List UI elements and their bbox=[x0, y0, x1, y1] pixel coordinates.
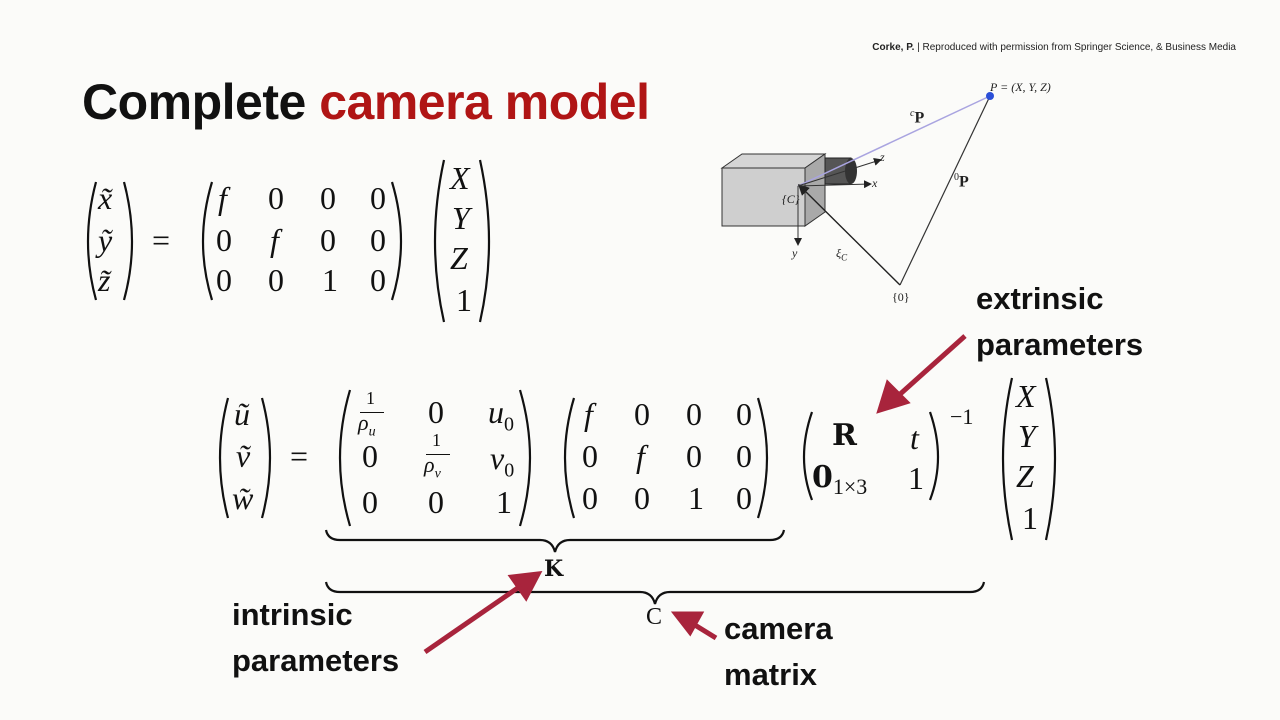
camera-diagram bbox=[720, 92, 994, 286]
eq2-lhs-u: ũ bbox=[234, 396, 250, 432]
eq1-m12: 0 bbox=[320, 222, 336, 258]
eq1-m23: 0 bbox=[370, 262, 386, 298]
intrinsic-line1: intrinsic bbox=[232, 597, 353, 632]
title-part2: camera model bbox=[319, 74, 650, 130]
diagram-world-frame: {0} bbox=[892, 290, 910, 304]
p-m11: f bbox=[636, 438, 645, 474]
ext-exponent: −1 bbox=[950, 404, 974, 429]
p-m02: 0 bbox=[686, 396, 702, 432]
eq1-m01: 0 bbox=[268, 180, 284, 216]
diagram-point-label: P = (X, Y, Z) bbox=[990, 80, 1051, 94]
eq1-v2: Z bbox=[450, 240, 468, 276]
k-one-v: 1 bbox=[432, 430, 441, 450]
p-m12: 0 bbox=[686, 438, 702, 474]
ext-R: R bbox=[832, 418, 857, 453]
extrinsic-line2: parameters bbox=[976, 327, 1144, 362]
eq2-v0: X bbox=[1016, 378, 1036, 414]
ext-t: t bbox=[910, 420, 919, 456]
eq1-m10: 0 bbox=[216, 222, 232, 258]
label-C: C bbox=[646, 604, 663, 630]
p-m03: 0 bbox=[736, 396, 752, 432]
k-m21: 0 bbox=[428, 484, 444, 520]
camera-line1: camera bbox=[724, 611, 833, 646]
p-m23: 0 bbox=[736, 480, 752, 516]
p-m20: 0 bbox=[582, 480, 598, 516]
extrinsic-line1: extrinsic bbox=[976, 281, 1104, 316]
extrinsic-label: extrinsic parameters bbox=[976, 276, 1143, 368]
k-m22: 1 bbox=[496, 484, 512, 520]
eq1-m03: 0 bbox=[370, 180, 386, 216]
eq2-v1: Y bbox=[1018, 418, 1036, 454]
k-u0: u0 bbox=[488, 394, 514, 436]
p-m10: 0 bbox=[582, 438, 598, 474]
intrinsic-label: intrinsic parameters bbox=[232, 592, 399, 684]
eq1-lhs-z: z̃ bbox=[98, 262, 111, 298]
credit-author: Corke, P. bbox=[872, 42, 915, 53]
camera-matrix-label: camera matrix bbox=[724, 606, 833, 698]
eq1-lhs-x: x̃ bbox=[98, 180, 113, 216]
k-m20: 0 bbox=[362, 484, 378, 520]
k-m10: 0 bbox=[362, 438, 378, 474]
eq2-lhs-v: ṽ bbox=[236, 438, 251, 474]
k-v0: v0 bbox=[490, 440, 515, 482]
eq1-v0: X bbox=[450, 160, 470, 196]
eq1-m11: f bbox=[270, 222, 279, 258]
k-m01: 0 bbox=[428, 394, 444, 430]
eq1-m13: 0 bbox=[370, 222, 386, 258]
diagram-xi: ξC bbox=[836, 246, 848, 263]
eq1-m00: f bbox=[218, 180, 227, 216]
ext-zero: 01×3 bbox=[812, 460, 868, 499]
camera-line2: matrix bbox=[724, 657, 818, 692]
ext-one: 1 bbox=[908, 460, 924, 496]
k-rho-u: ρu bbox=[358, 410, 376, 440]
k-rho-v: ρv bbox=[424, 452, 441, 482]
braces bbox=[324, 529, 986, 605]
diagram-camera-frame: {C} bbox=[782, 192, 800, 206]
eq1-m02: 0 bbox=[320, 180, 336, 216]
p-m00: f bbox=[584, 396, 593, 432]
eq1-m21: 0 bbox=[268, 262, 284, 298]
diagram-axis-y: y bbox=[792, 246, 798, 260]
p-m13: 0 bbox=[736, 438, 752, 474]
eq1-brackets bbox=[86, 159, 491, 323]
eq1-m22: 1 bbox=[322, 262, 338, 298]
eq1-v1: Y bbox=[452, 200, 470, 236]
intrinsic-line2: parameters bbox=[232, 643, 400, 678]
credit-text: | Reproduced with permission from Spring… bbox=[914, 42, 1236, 53]
label-K: K bbox=[544, 556, 564, 582]
diagram-cP: cP bbox=[910, 108, 925, 127]
eq2-v2: Z bbox=[1016, 458, 1034, 494]
k-one-u: 1 bbox=[366, 388, 375, 408]
p-m21: 0 bbox=[634, 480, 650, 516]
p-m22: 1 bbox=[688, 480, 704, 516]
diagram-axis-z: z bbox=[880, 150, 885, 164]
credit-line: Corke, P. | Reproduced with permission f… bbox=[872, 42, 1236, 53]
slide-title: Complete camera model bbox=[82, 72, 650, 132]
eq2-lhs-w: w̃ bbox=[232, 480, 254, 516]
p-m01: 0 bbox=[634, 396, 650, 432]
diagram-0P: 0P bbox=[954, 172, 969, 191]
eq2-v3: 1 bbox=[1022, 500, 1038, 536]
eq1-m20: 0 bbox=[216, 262, 232, 298]
diagram-axis-x: x bbox=[872, 176, 878, 190]
eq2-brackets bbox=[218, 377, 1057, 541]
eq2-equals: = bbox=[290, 438, 309, 474]
eq1-equals: = bbox=[152, 222, 171, 258]
eq1-v3: 1 bbox=[456, 282, 472, 318]
eq1-lhs-y: ỹ bbox=[98, 222, 113, 258]
annotation-arrows bbox=[423, 334, 967, 655]
title-part1: Complete bbox=[82, 74, 320, 130]
